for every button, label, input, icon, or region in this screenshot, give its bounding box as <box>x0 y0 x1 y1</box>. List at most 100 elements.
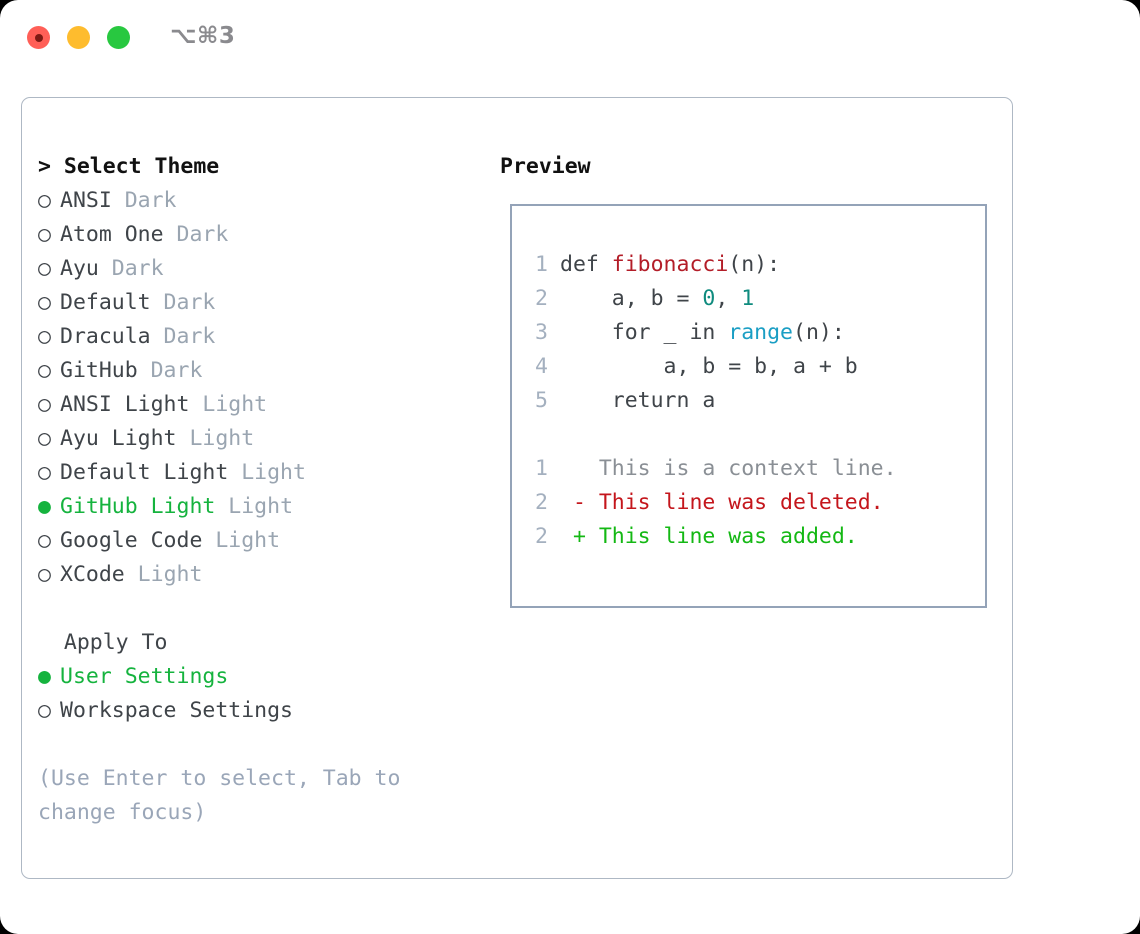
theme-option[interactable]: ○ ANSI Light Light <box>38 388 468 422</box>
code-token: return a <box>560 388 716 413</box>
theme-category: Dark <box>150 324 216 349</box>
apply-to-heading: Apply To <box>38 630 168 655</box>
theme-name: ANSI Light <box>60 392 190 417</box>
keyboard-shortcut-label: ⌥⌘3 <box>170 23 236 49</box>
radio-unselected-icon: ○ <box>38 426 51 451</box>
code-token: + This line was added. <box>560 524 858 549</box>
theme-category: Light <box>215 494 294 519</box>
theme-category: Dark <box>163 222 229 247</box>
code-token: fibonacci <box>611 252 729 277</box>
line-number: 2 <box>535 490 548 515</box>
code-token: a, b = b, a + b <box>560 354 858 379</box>
theme-name: Ayu <box>60 256 99 281</box>
code-line: 2 + This line was added. <box>526 520 897 554</box>
radio-unselected-icon: ○ <box>38 324 51 349</box>
maximize-button-icon[interactable] <box>107 26 130 49</box>
code-token: (n): <box>793 320 845 345</box>
code-line: 3 for _ in range(n): <box>526 316 897 350</box>
theme-option[interactable]: ○ XCode Light <box>38 558 468 592</box>
line-number: 1 <box>535 456 548 481</box>
apply-to-option[interactable]: ● User Settings <box>38 660 468 694</box>
code-line: 1 def fibonacci(n): <box>526 248 897 282</box>
theme-name: Default <box>60 290 151 315</box>
theme-option[interactable]: ○ Dracula Dark <box>38 320 468 354</box>
code-token: - This line was deleted. <box>560 490 884 515</box>
theme-option[interactable]: ○ Default Dark <box>38 286 468 320</box>
theme-option[interactable]: ○ GitHub Dark <box>38 354 468 388</box>
radio-unselected-icon: ○ <box>38 528 51 553</box>
theme-name: GitHub Light <box>60 494 216 519</box>
code-token: , <box>715 286 742 311</box>
theme-list[interactable]: ○ ANSI Dark ○ Atom One Dark ○ Ayu Dark ○ Defaul… <box>38 184 468 592</box>
radio-selected-icon: ● <box>38 664 51 689</box>
theme-category: Dark <box>111 188 177 213</box>
minimize-button-icon[interactable] <box>67 26 90 49</box>
theme-option[interactable]: ○ ANSI Dark <box>38 184 468 218</box>
code-token: a, b = <box>560 286 703 311</box>
theme-category: Dark <box>150 290 216 315</box>
theme-name: Ayu Light <box>60 426 177 451</box>
theme-name: GitHub <box>60 358 138 383</box>
code-line: 4 a, b = b, a + b <box>526 350 897 384</box>
radio-unselected-icon: ○ <box>38 562 51 587</box>
preview-column: Preview <box>500 150 990 184</box>
code-token: 1 <box>741 286 755 311</box>
apply-to-label: Workspace Settings <box>60 698 293 723</box>
window-controls <box>27 26 130 49</box>
theme-name: Default Light <box>60 460 229 485</box>
theme-name: ANSI <box>60 188 112 213</box>
theme-option[interactable]: ○ Ayu Dark <box>38 252 468 286</box>
theme-category: Light <box>202 528 281 553</box>
radio-unselected-icon: ○ <box>38 222 51 247</box>
line-number: 3 <box>535 320 548 345</box>
line-number: 2 <box>535 286 548 311</box>
radio-selected-icon: ● <box>38 494 51 519</box>
theme-category: Dark <box>137 358 203 383</box>
radio-unselected-icon: ○ <box>38 698 51 723</box>
theme-name: Atom One <box>60 222 164 247</box>
theme-name: Dracula <box>60 324 151 349</box>
code-spacer <box>526 418 897 452</box>
theme-option[interactable]: ○ Ayu Light Light <box>38 422 468 456</box>
apply-to-option[interactable]: ○ Workspace Settings <box>38 694 468 728</box>
code-token: (n): <box>728 252 781 277</box>
code-token: This is a context line. <box>560 456 897 481</box>
code-line: 2 - This line was deleted. <box>526 486 897 520</box>
theme-option[interactable]: ● GitHub Light Light <box>38 490 468 524</box>
theme-category: Dark <box>98 256 164 281</box>
theme-name: Google Code <box>60 528 203 553</box>
theme-name: XCode <box>60 562 125 587</box>
main-panel: > Select Theme ○ANSI Dark○Atom One Dark○… <box>21 97 1013 879</box>
theme-option[interactable]: ○Default Light Light <box>38 456 468 490</box>
radio-unselected-icon: ○ <box>38 290 51 315</box>
close-button-icon[interactable] <box>27 26 50 49</box>
code-line: 1 This is a context line. <box>526 452 897 486</box>
theme-category: Light <box>124 562 203 587</box>
theme-option[interactable]: ○ Google Code Light <box>38 524 468 558</box>
theme-selector-column: > Select Theme ○ANSI Dark○Atom One Dark○… <box>38 150 468 830</box>
code-token: 0 <box>702 286 716 311</box>
keyboard-hint-text: (Use Enter to select, Tab to change focu… <box>38 766 401 825</box>
code-line: 2 a, b = 0, 1 <box>526 282 897 316</box>
theme-option[interactable]: ○ Atom One Dark <box>38 218 468 252</box>
radio-unselected-icon: ○ <box>38 358 51 383</box>
theme-category: Light <box>189 392 268 417</box>
code-token: range <box>728 320 794 345</box>
line-number: 2 <box>535 524 548 549</box>
apply-to-label: User Settings <box>60 664 229 689</box>
radio-unselected-icon: ○ <box>38 256 51 281</box>
theme-category: Light <box>176 426 255 451</box>
radio-unselected-icon: ○ <box>38 460 51 485</box>
apply-to-list[interactable]: ● User Settings ○ Workspace Settings <box>38 660 468 728</box>
title-bar: ⌥⌘3 <box>0 0 1140 76</box>
select-theme-heading: > Select Theme <box>38 154 220 179</box>
line-number: 4 <box>535 354 548 379</box>
code-token: def <box>560 252 612 277</box>
line-number: 1 <box>535 252 548 277</box>
radio-unselected-icon: ○ <box>38 188 51 213</box>
radio-unselected-icon: ○ <box>38 392 51 417</box>
preview-heading: Preview <box>500 154 591 179</box>
